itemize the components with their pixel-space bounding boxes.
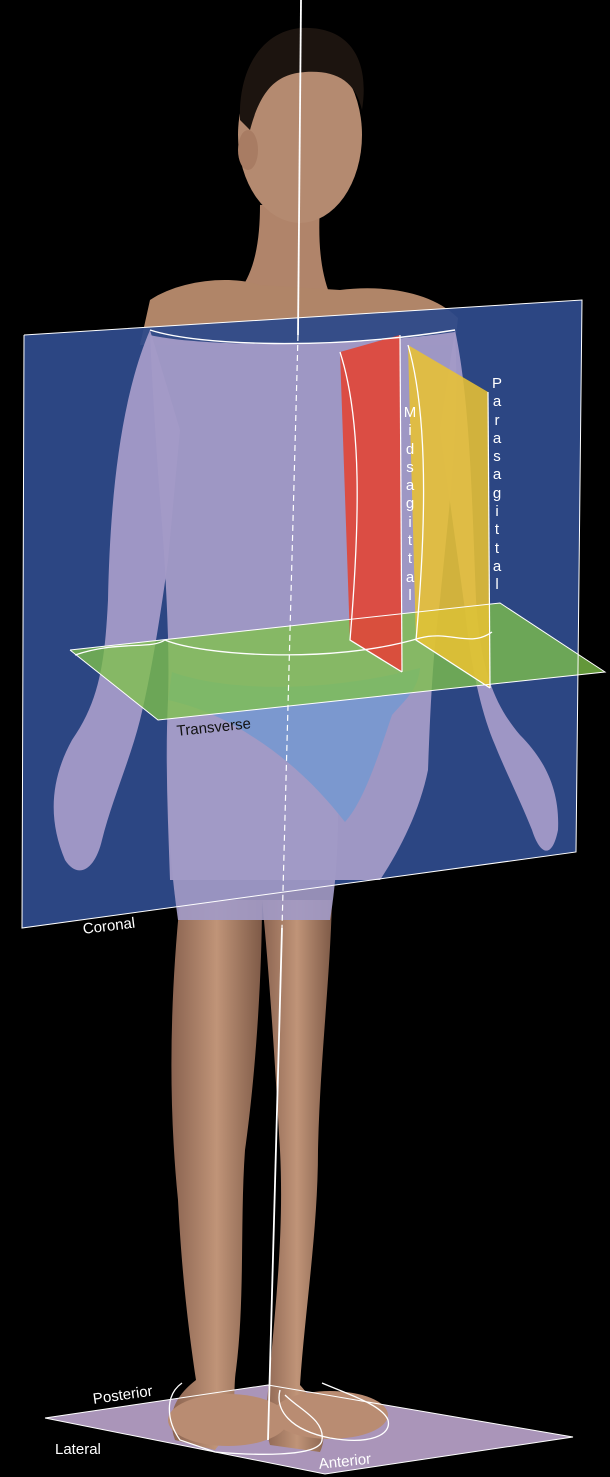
ear <box>238 130 258 170</box>
right-leg <box>262 900 332 1452</box>
lateral-label: Lateral <box>55 1442 101 1457</box>
left-foot <box>168 1394 288 1446</box>
left-leg <box>171 900 262 1450</box>
